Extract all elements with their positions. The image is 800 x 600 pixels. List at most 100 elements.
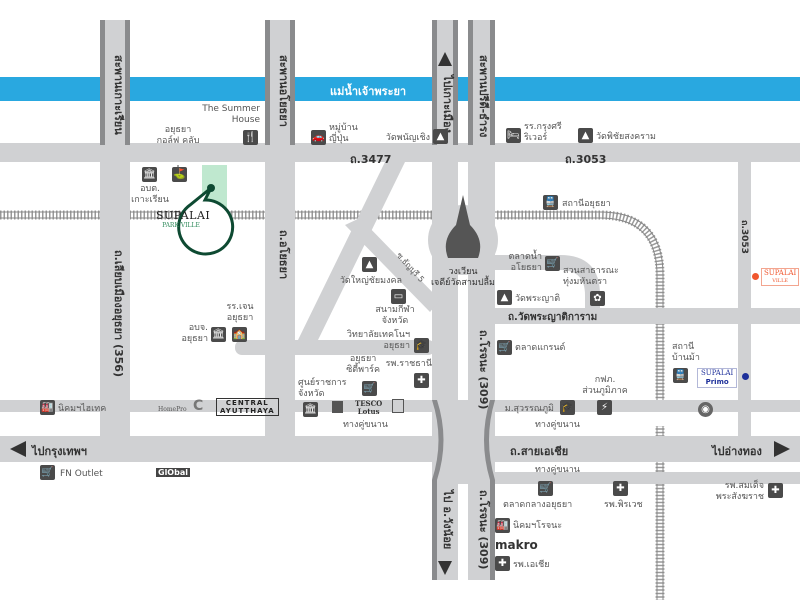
place-ratchathani: รพ.ราชธานี (385, 359, 432, 369)
road-label-ko-rian-bridge: สะพานเกาะเรียน (112, 55, 125, 135)
restaurant-icon: 🍴 (243, 130, 258, 145)
gas-station-icon: ◉ (698, 402, 713, 417)
homepro-logo: HomePro (158, 406, 187, 413)
place-krungsri-river: รร.กรุงศรี ริเวอร์ (524, 122, 562, 143)
market-icon: 🛒 (40, 465, 55, 480)
hospital-icon: ✚ (495, 556, 510, 571)
road-label-frontage-3: ทางคู่ขนาน (535, 465, 580, 475)
road-loop (495, 255, 600, 308)
bigc-logo: C (193, 398, 204, 414)
park-icon: ✿ (590, 291, 605, 306)
place-japan-village: หมู่บ้าน ญี่ปุ่น (329, 123, 358, 144)
road-label-to-wang-noi: ไป อ.วังน้อย (441, 490, 454, 550)
central-ayutthaya-logo: CENTRAL AYUTTHAYA (216, 398, 279, 416)
supalai-primo-marker (742, 373, 749, 380)
factory-icon: 🏭 (495, 518, 510, 533)
place-school: รร.เจน อยุธยา (226, 302, 254, 323)
hotel-icon: 🛏 (506, 128, 521, 143)
arrow-right-icon (774, 441, 790, 457)
place-talad-grand: ตลาดแกรนด์ (515, 343, 566, 353)
building-icon (392, 399, 404, 413)
place-pao: อบจ. อยุธยา (181, 323, 209, 344)
school-icon: 🎓 (414, 338, 429, 353)
place-tech-college: วิทยาลัยเทคโนฯ อยุธยา (346, 330, 410, 351)
place-station: สถานีอยุธยา (562, 199, 611, 209)
road-label-to-bangkok: ไปกรุงเทพฯ (32, 445, 87, 458)
global-house-logo: GlObal (156, 468, 190, 477)
river (0, 77, 800, 101)
place-suvarnabhumi-u: ม.สุวรรณภูมิ (504, 404, 554, 414)
supalai-ville-logo: SUPALAI VILLE (761, 268, 800, 286)
place-park: สวนสาธารณะ ทุ่งมหันตรา (563, 266, 619, 287)
road-diagonal-2 (345, 218, 440, 312)
place-fn-outlet: FN Outlet (60, 469, 103, 479)
chedi-icon (445, 195, 481, 258)
supalai-primo-logo: SUPALAI Primo (697, 368, 738, 388)
government-icon: 🏛 (303, 402, 318, 417)
project-logo: SUPALAI PARK VILLE (156, 209, 211, 230)
place-rojana-estate: นิคมฯโรจนะ (513, 521, 563, 531)
school-icon: 🎓 (560, 400, 575, 415)
place-floating-market: ตลาดน้ำ อโยธยา (508, 252, 542, 273)
arrow-left-icon (10, 441, 26, 457)
temple-icon: ▲ (362, 257, 377, 272)
road-label-frontage-1: ทางคู่ขนาน (343, 420, 388, 430)
road-label-ayothaya-bridge: สะพานอโยธยา (277, 55, 290, 127)
place-hi-tech: นิคมฯไฮเทค (58, 404, 107, 414)
government-icon: 🏛 (142, 167, 157, 182)
supalai-ville-sub: VILLE (772, 278, 789, 284)
project-logo-text: SUPALAI (156, 209, 211, 222)
project-pin (177, 186, 235, 256)
supalai-ville-marker (752, 273, 759, 280)
place-wat-wichai: วัดพิชัยสงคราม (596, 132, 656, 142)
temple-icon: ▲ (497, 290, 512, 305)
hospital-icon: ✚ (414, 373, 429, 388)
road-asia (0, 436, 800, 462)
supalai-ville-text: SUPALAI (764, 269, 797, 277)
place-wat-phanan: วัดพนัญเชิง (385, 133, 430, 143)
supalai-primo-sub: Primo (705, 378, 729, 386)
road-label-to-ang-thong: ไปอ่างทอง (712, 445, 762, 458)
temple-icon: ▲ (433, 129, 448, 144)
arrow-up-icon (438, 52, 452, 66)
place-phirawet: รพ.พิรเวช (604, 500, 643, 510)
place-summer-house: The Summer House (202, 104, 260, 125)
stadium-icon: ▭ (391, 289, 406, 304)
power-icon: ⚡ (597, 400, 612, 415)
market-icon: 🛒 (545, 256, 560, 271)
hospital-icon: ✚ (613, 481, 628, 496)
place-central-market: ตลาดกลางอยุธยา (503, 500, 573, 510)
road-label-rojana-1: ถ.โรจนะ (309) (477, 330, 490, 410)
temple-icon: ▲ (578, 128, 593, 143)
place-makro: makro (495, 538, 538, 552)
road-3053-v (738, 162, 751, 437)
road-label-frontage-2: ทางคู่ขนาน (535, 420, 580, 430)
train-icon: 🚆 (673, 368, 688, 383)
place-somdej: รพ.สมเด็จ พระสังฆราช (715, 481, 764, 502)
place-obt: อบต. เกาะเรียน (131, 184, 169, 205)
road-label-wat-phraya: ถ.วัดพระญาติการาม (508, 312, 598, 323)
place-gov-center: ศูนย์ราชการ จังหวัด (298, 378, 347, 399)
road-label-to-ko-mueang: ไปเกาะเมือง (441, 75, 454, 134)
bridge-edges (100, 20, 495, 580)
hospital-icon: ✚ (768, 483, 783, 498)
road-label-pridi-bridge: สะพานปรีดี-ธำรง (477, 55, 490, 138)
place-city-park: อยุธยา ซิตี้พาร์ค (346, 354, 380, 375)
place-golf: อยุธยา กอล์ฟ คลับ (156, 125, 200, 146)
road-diagonal-1 (298, 162, 405, 340)
road-label-3053-v: ถ.3053 (739, 220, 749, 254)
place-pea: กฟภ. ส่วนภูมิภาค (582, 375, 628, 396)
road-label-3053: ถ.3053 (565, 153, 607, 166)
road-label-asia: ถ.สายเอเชีย (510, 445, 569, 458)
road-label-rojana-2: ถ.โรจนะ (309) (477, 490, 490, 570)
car-icon: 🚗 (311, 130, 326, 145)
road-label-ayothaya: ถ.อโยธยา (277, 230, 290, 280)
place-asia-hospital: รพ.เอเชีย (513, 560, 550, 570)
supalai-primo-text: SUPALAI (701, 369, 734, 377)
train-icon: 🚆 (543, 195, 558, 210)
robinson-logo (332, 401, 343, 413)
railway (0, 210, 665, 600)
project-logo-sub: PARK VILLE (162, 222, 200, 229)
frontage-2 (495, 472, 800, 484)
